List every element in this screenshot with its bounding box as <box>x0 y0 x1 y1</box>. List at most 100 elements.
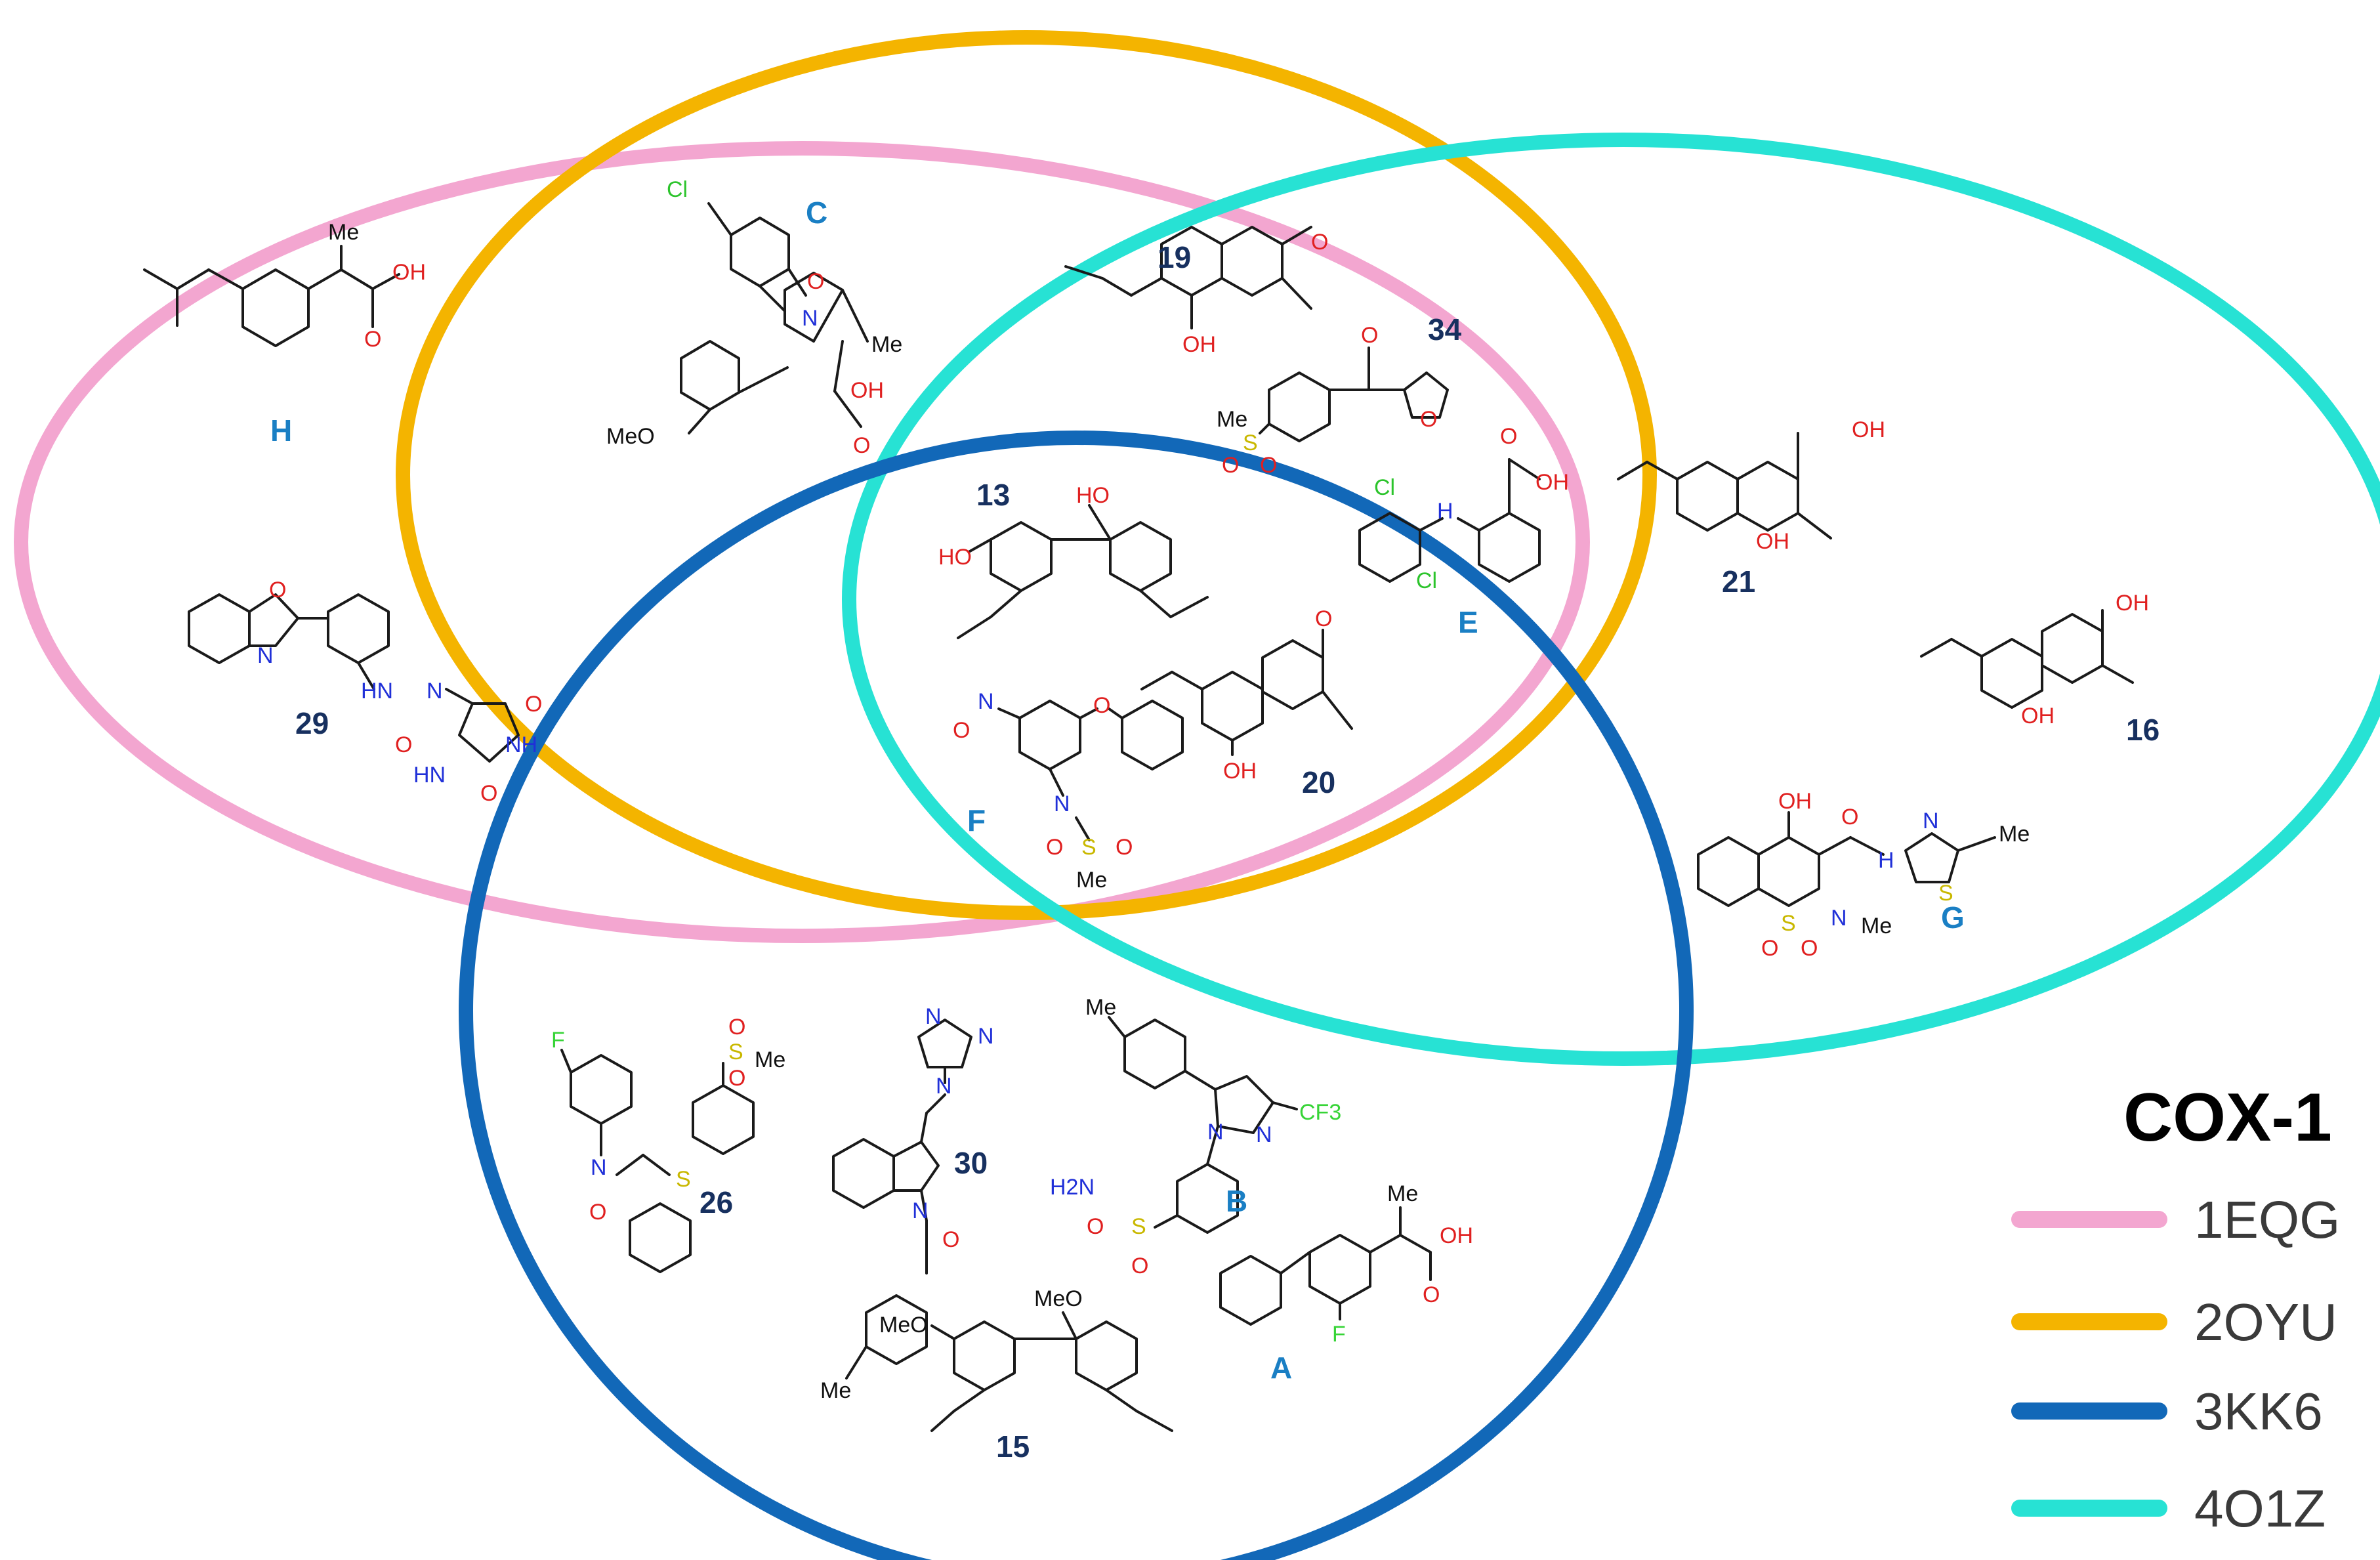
atom-cf3: CF3 <box>1299 1100 1341 1125</box>
atom-o: O <box>1131 1254 1148 1278</box>
atom-oh: OH <box>1182 332 1216 357</box>
atom-o: O <box>589 1200 606 1225</box>
atom-cl: Cl <box>667 177 688 202</box>
atom-ho: HO <box>1076 483 1110 508</box>
atom-nh: H <box>1437 499 1453 524</box>
atom-o: O <box>1841 805 1858 830</box>
atom-me: Me <box>755 1047 785 1072</box>
compound-label-29: 29 <box>295 706 329 740</box>
compound-29-structure: O N HN N O O NH HN O <box>188 578 542 806</box>
legend-label-4O1Z: 4O1Z <box>2194 1479 2326 1538</box>
compound-F-structure: O N O N S O O Me <box>953 689 1184 893</box>
atom-nitro: N <box>978 689 994 714</box>
compound-15-structure: MeO MeO <box>879 1286 1173 1432</box>
atom-o: O <box>1093 693 1110 718</box>
compound-label-30: 30 <box>954 1146 988 1180</box>
legend-label-3KK6: 3KK6 <box>2194 1382 2323 1441</box>
atom-o: O <box>807 269 824 294</box>
atom-me: Me <box>1387 1181 1418 1206</box>
atom-me: Me <box>1085 995 1116 1020</box>
set-1EQG-ellipse <box>14 141 1590 943</box>
atom-o: O <box>525 692 542 717</box>
atom-o: O <box>728 1015 745 1040</box>
compound-13-structure: HO HO <box>938 483 1209 639</box>
atom-o: O <box>1761 936 1778 961</box>
compound-label-26: 26 <box>699 1185 733 1219</box>
atom-f: F <box>551 1028 565 1053</box>
atom-o-furan: O <box>1420 407 1437 432</box>
atom-s: S <box>1243 431 1258 455</box>
atom-n: N <box>936 1074 952 1099</box>
atom-cl: Cl <box>1374 475 1395 500</box>
compound-30-structure: N N N N O Me <box>820 1004 994 1403</box>
atom-o: O <box>942 1227 959 1252</box>
atom-nh: NH <box>505 732 537 757</box>
legend-item-1EQG: 1EQG <box>2011 1191 2340 1249</box>
atom-hn: HN <box>413 763 446 788</box>
atom-me: Me <box>871 332 902 357</box>
compound-label-F: F <box>967 803 986 837</box>
atom-o: O <box>364 327 381 352</box>
compound-label-20: 20 <box>1302 765 1335 799</box>
atom-o: O <box>1311 230 1328 255</box>
atom-n: N <box>978 1024 994 1049</box>
atom-n: N <box>257 643 274 668</box>
atom-h2n: H2N <box>1050 1175 1095 1200</box>
atom-me: Me <box>820 1378 851 1403</box>
atom-h: H <box>1878 848 1894 873</box>
compound-label-B: B <box>1226 1184 1247 1218</box>
legend-label-2OYU: 2OYU <box>2194 1293 2337 1351</box>
atom-oh: OH <box>2116 591 2149 616</box>
atom-n: N <box>1256 1122 1272 1147</box>
compound-B-structure: Me N N CF3 H2N S O O <box>1050 995 1341 1278</box>
atom-oh: OH <box>850 378 884 403</box>
atom-oh: OH <box>1223 759 1257 784</box>
atom-o: O <box>1116 835 1133 860</box>
compound-19-structure: OH O <box>1064 226 1328 357</box>
atom-n: N <box>925 1004 942 1029</box>
atom-oh: OH <box>392 260 426 285</box>
set-2OYU-ellipse <box>396 30 1657 920</box>
compound-H-structure: Me OH O <box>143 220 426 352</box>
atom-o: O <box>1423 1282 1440 1307</box>
compound-21-structure: OH OH <box>1617 417 1885 554</box>
atom-n: N <box>1207 1120 1224 1145</box>
atom-n: N <box>591 1155 607 1180</box>
atom-n: N <box>1831 906 1847 931</box>
legend-item-3KK6: 3KK6 <box>2011 1382 2323 1441</box>
compound-A-structure: Me OH O F <box>1219 1181 1473 1347</box>
atom-n: N <box>802 306 818 331</box>
compound-label-H: H <box>270 413 292 448</box>
compound-label-E: E <box>1458 605 1478 639</box>
atom-s: S <box>1131 1214 1146 1239</box>
legend-item-2OYU: 2OYU <box>2011 1293 2337 1351</box>
atom-meo: MeO <box>879 1313 928 1338</box>
atom-s: S <box>1781 911 1796 936</box>
atom-oh: OH <box>1852 417 1885 442</box>
atom-o: O <box>480 781 497 806</box>
atom-o: O <box>1046 835 1063 860</box>
atom-o: O <box>1222 453 1239 478</box>
compound-label-15: 15 <box>996 1429 1030 1464</box>
atom-me: Me <box>328 220 359 245</box>
atom-meo: MeO <box>1034 1286 1083 1311</box>
compound-label-C: C <box>806 196 827 230</box>
legend-title: COX-1 <box>2123 1080 2332 1156</box>
atom-o: O <box>853 433 870 458</box>
compound-label-13: 13 <box>976 478 1010 512</box>
compound-label-21: 21 <box>1722 564 1755 599</box>
atom-hn: HN <box>361 679 393 704</box>
atom-o: O <box>1361 323 1378 348</box>
atom-n: N <box>912 1198 929 1223</box>
atom-s: S <box>676 1167 691 1192</box>
atom-n: N <box>427 679 443 704</box>
atom-oh: OH <box>2021 704 2055 728</box>
atom-meo: MeO <box>606 424 655 449</box>
compound-label-19: 19 <box>1158 240 1191 274</box>
atom-me: Me <box>1861 914 1892 938</box>
compound-26-structure: F S O O Me N S O <box>551 1015 785 1273</box>
atom-oh: OH <box>1535 470 1569 495</box>
atom-me: Me <box>1076 868 1107 893</box>
atom-o: O <box>1315 606 1332 631</box>
